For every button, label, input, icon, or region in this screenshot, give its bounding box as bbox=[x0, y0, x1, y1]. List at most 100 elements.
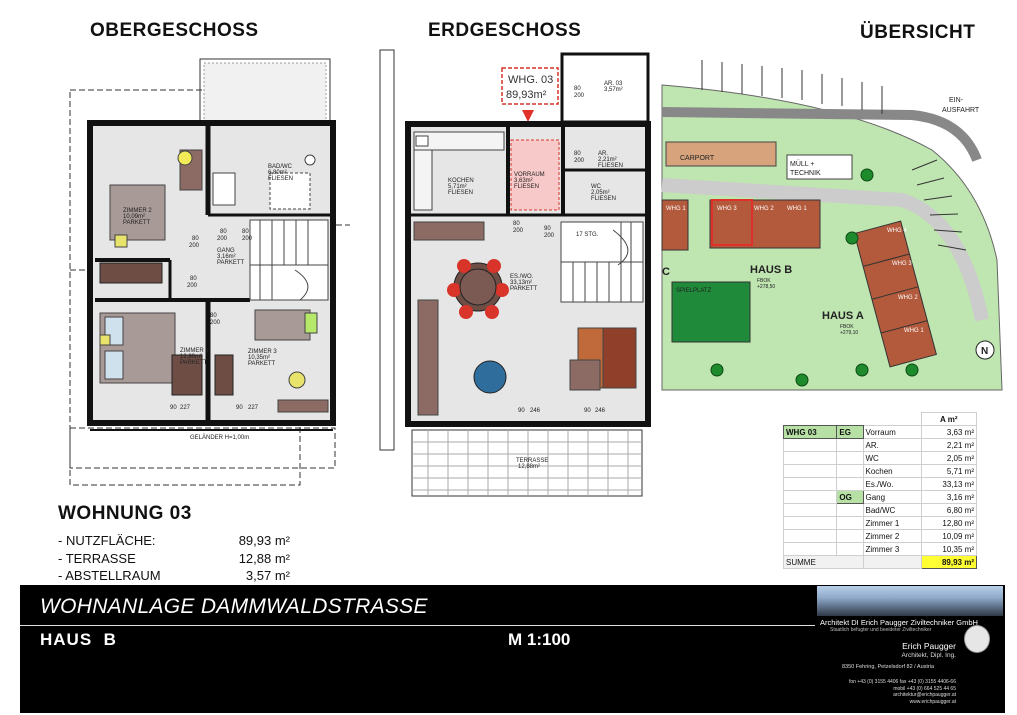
value-cell: 6,80 m² bbox=[920, 503, 978, 517]
area-row-abstellraum: - ABSTELLRAUM 3,57 m² bbox=[58, 567, 290, 585]
table-row: Kochen 5,71 m² bbox=[782, 464, 978, 478]
area-table: A m² WHG 03 EG Vorraum 3,63 m² AR. 2,21 … bbox=[782, 412, 978, 569]
haus-a-fbok: FBOK bbox=[840, 324, 854, 330]
haus-b-fbok-value: +278,50 bbox=[757, 284, 775, 290]
table-row: WC 2,05 m² bbox=[782, 451, 978, 465]
svg-text:200: 200 bbox=[574, 93, 585, 99]
svg-text:246: 246 bbox=[595, 408, 606, 414]
area-label: - NUTZFLÄCHE: bbox=[58, 533, 156, 548]
svg-text:80: 80 bbox=[574, 86, 581, 92]
haus-a-whg1: WHG 1 bbox=[904, 328, 924, 334]
carport bbox=[665, 141, 777, 167]
svg-text:80: 80 bbox=[513, 221, 520, 227]
table-row: Zimmer 1 12,80 m² bbox=[782, 516, 978, 530]
room-cell: Es./Wo. bbox=[862, 477, 922, 491]
erdgeschoss-heading: ERDGESCHOSS bbox=[428, 20, 582, 41]
table-header-row: A m² bbox=[783, 412, 978, 426]
svg-text:90: 90 bbox=[544, 226, 551, 232]
haus-c-roof bbox=[661, 199, 689, 251]
value-cell: 10,09 m² bbox=[920, 529, 978, 543]
haus-c-whg: WHG 1 bbox=[666, 206, 686, 212]
value-cell: 3,63 m² bbox=[920, 425, 978, 439]
haus-a-fbok-value: +279,10 bbox=[840, 330, 858, 336]
area-label: - ABSTELLRAUM bbox=[58, 568, 161, 583]
abstellraum-03 bbox=[560, 52, 650, 124]
svg-text:227: 227 bbox=[248, 405, 259, 411]
haus-b-fbok: FBOK bbox=[757, 278, 771, 284]
svg-text:246: 246 bbox=[530, 408, 541, 414]
railing-label: GELÄNDER H=1,00m bbox=[190, 434, 249, 441]
room-cell: Kochen bbox=[862, 464, 922, 478]
table-row: AR. 2,21 m² bbox=[782, 438, 978, 452]
entry-arrow bbox=[522, 110, 534, 122]
svg-text:90: 90 bbox=[170, 405, 177, 411]
room-cell: AR. bbox=[862, 438, 922, 452]
shower bbox=[269, 172, 311, 210]
haus-b-whg3: WHG 3 bbox=[717, 206, 737, 212]
haus-a-whg2: WHG 2 bbox=[898, 295, 918, 301]
value-cell: 12,80 m² bbox=[920, 516, 978, 530]
og-cell: OG bbox=[836, 490, 864, 504]
einfahrt-label-2: AUSFAHRT bbox=[942, 107, 980, 114]
area-row-terrasse: - TERRASSE 12,88 m² bbox=[58, 550, 290, 568]
area-value: 12,88 m² bbox=[238, 550, 290, 566]
haus-b-whg1: WHG 1 bbox=[787, 206, 807, 212]
eg-stairs bbox=[560, 221, 644, 303]
terrasse bbox=[411, 429, 643, 497]
muell-technik bbox=[786, 154, 853, 180]
haus-b-whg2: WHG 2 bbox=[754, 206, 774, 212]
whg-cell: WHG 03 bbox=[782, 425, 838, 439]
svg-text:200: 200 bbox=[513, 228, 524, 234]
whg-03-tag bbox=[501, 67, 559, 105]
svg-text:200: 200 bbox=[189, 243, 200, 249]
svg-text:80: 80 bbox=[242, 229, 249, 235]
room-cell: Zimmer 1 bbox=[862, 516, 922, 530]
room-cell: WC bbox=[862, 451, 922, 465]
svg-text:80: 80 bbox=[210, 313, 217, 319]
value-cell: 2,05 m² bbox=[920, 451, 978, 465]
parking-spaces bbox=[701, 60, 967, 251]
table-row: OG Gang 3,16 m² bbox=[782, 490, 978, 504]
svg-text:200: 200 bbox=[187, 283, 198, 289]
value-cell: 10,35 m² bbox=[920, 542, 978, 556]
haus-b-label: HAUS B bbox=[750, 264, 792, 276]
haus-b-roof bbox=[709, 199, 821, 249]
svg-text:80: 80 bbox=[192, 236, 199, 242]
sum-label: SUMME bbox=[783, 555, 864, 569]
obergeschoss-heading: OBERGESCHOSS bbox=[90, 20, 259, 41]
bed-zimmer-3 bbox=[254, 309, 311, 341]
site-overview-map: CARPORT MÜLL + TECHNIK EIN- AUSFAHRT WHG… bbox=[661, 60, 1003, 391]
contact-line: www.erichpaugger.at bbox=[909, 698, 956, 705]
table-row: Zimmer 3 10,35 m² bbox=[782, 542, 978, 556]
spielplatz bbox=[671, 281, 751, 343]
haus-b-whg3-highlight bbox=[711, 199, 753, 246]
room-cell: Vorraum bbox=[862, 425, 922, 439]
spielplatz-label: SPIELPLATZ bbox=[676, 288, 712, 294]
architect-contact: fon +43 (0) 3155 4406 fax +43 (0) 3155 4… bbox=[822, 679, 956, 705]
architect-banner-image bbox=[817, 586, 1003, 616]
muell-label-1: MÜLL + bbox=[790, 160, 814, 168]
architect-person: Erich Paugger bbox=[902, 641, 956, 651]
svg-text:N: N bbox=[981, 346, 988, 357]
room-cell: Zimmer 3 bbox=[862, 542, 922, 556]
area-value: 3,57 m² bbox=[245, 568, 290, 583]
architect-address: 8350 Fehring, Petzelsdorf 82 / Austria bbox=[842, 664, 935, 670]
svg-text:80: 80 bbox=[190, 276, 197, 282]
table-row: Es./Wo. 33,13 m² bbox=[782, 477, 978, 491]
area-row-nutzflaeche: - NUTZFLÄCHE: 89,93 m² bbox=[58, 532, 290, 550]
value-cell: 5,71 m² bbox=[920, 464, 978, 478]
trees bbox=[710, 168, 919, 387]
haus-label: HAUS B bbox=[40, 630, 117, 649]
scale-label: M 1:100 bbox=[508, 630, 571, 649]
svg-text:227: 227 bbox=[180, 405, 191, 411]
